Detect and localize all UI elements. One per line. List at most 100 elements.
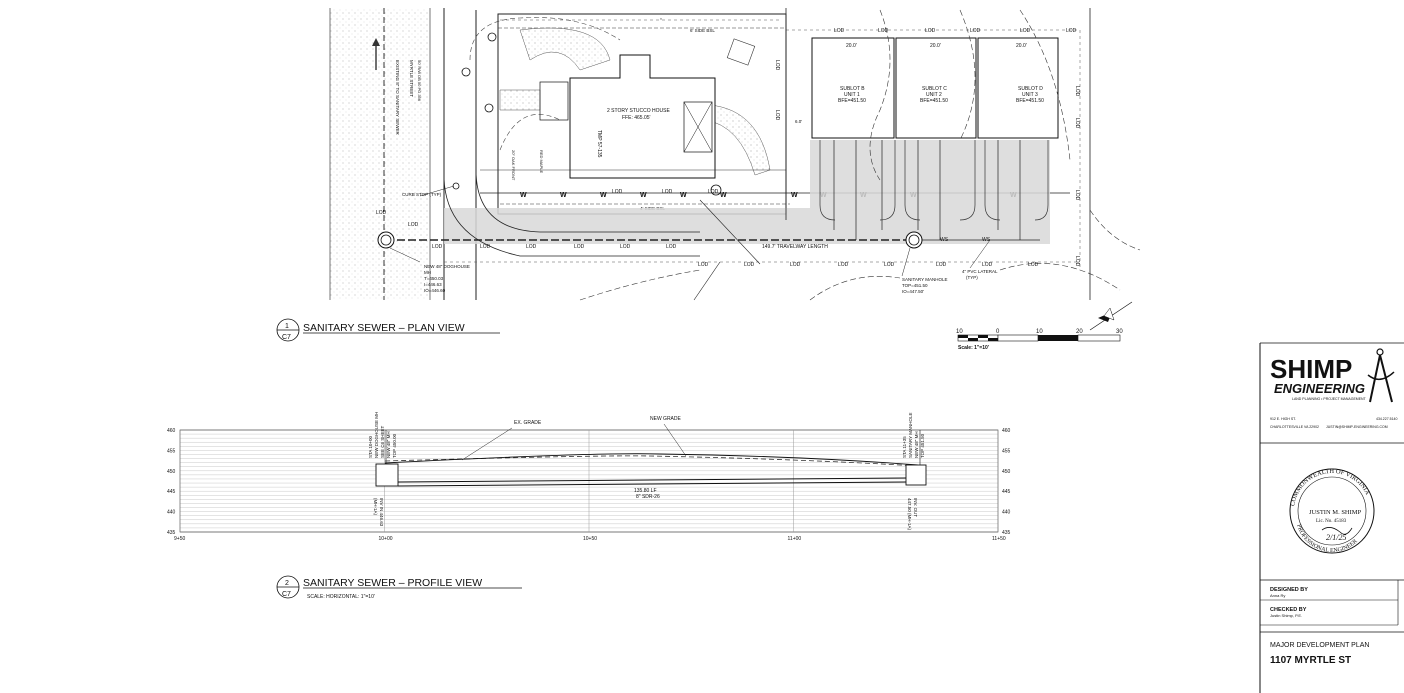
sublot-d	[977, 37, 1059, 139]
tmp-label: TMP 57-135	[596, 130, 602, 158]
lateral-label: 4" PVC LATERAL	[962, 269, 998, 274]
sublot-d-width: 20.0'	[1016, 43, 1027, 49]
svg-text:NEW 48" MH: NEW 48" MH	[914, 431, 919, 458]
doghouse-manhole	[377, 231, 395, 249]
lateral-typ: (TYP)	[966, 275, 978, 280]
existing-sewer-label: EXISTING 8" TO SANITARY SEWER	[395, 60, 400, 135]
house-ffe: FFE: 465.05'	[622, 115, 651, 121]
seal-name: JUSTIN M. SHIMP	[1309, 509, 1362, 516]
compass-logo-icon	[1367, 348, 1395, 403]
sanitary-mh-label: SANITARY MANHOLE	[902, 277, 948, 282]
sublots: SUBLOT B UNIT 1 BFE=451.50 SUBLOT C UNIT…	[795, 37, 1059, 139]
seal-license: Lic. No. 45183	[1316, 519, 1347, 524]
new-grade	[384, 453, 919, 466]
sublot-b-bfe: BFE=451.50	[838, 98, 866, 104]
ws-label-1: WS	[940, 237, 949, 243]
pipe-length: 135.80 LF	[634, 488, 657, 494]
lod-row-bottom: LOD LOD LOD LOD LOD LOD LOD LOD LOD LOD …	[376, 210, 1039, 268]
bsl-upper: ×	[660, 17, 662, 21]
sublot-c-unit: UNIT 2	[926, 92, 942, 98]
sublot-d-unit: UNIT 3	[1022, 92, 1038, 98]
side-bsl-label: 6' SIDE BSL	[690, 28, 715, 33]
elevation-label: 445	[1002, 489, 1011, 495]
doghouse-mh: MH	[424, 270, 431, 275]
svg-text:LOD: LOD	[480, 244, 491, 250]
lod-row-lot: LOD LOD LOD	[612, 189, 719, 195]
scale-tick-10a: 10	[956, 329, 963, 335]
svg-text:W: W	[560, 192, 567, 199]
street-pavement	[330, 8, 430, 300]
address-line-2: CHARLOTTESVILLE VA 22902	[1270, 425, 1319, 429]
profile-scale: SCALE: HORIZONTAL: 1"=10'	[307, 594, 375, 600]
elevation-label: 440	[1002, 510, 1011, 516]
title-block: SHIMP ENGINEERING LAND PLANNING • PROJEC…	[1259, 342, 1404, 693]
scale-tick-30: 30	[1116, 329, 1123, 335]
svg-text:W: W	[791, 192, 798, 199]
profile-number: 2	[285, 580, 289, 587]
station-label: 11+00	[788, 536, 802, 542]
scale-bar: 10 0 10 20 30 Scale: 1"=10'	[956, 329, 1123, 351]
seal-signature	[1321, 527, 1353, 535]
left-mh-labels: STA 10+00 NEW DOGHOUSE MH SEE C6 SHEET N…	[368, 412, 397, 527]
svg-text:SANITARY MANHOLE: SANITARY MANHOLE	[908, 412, 913, 458]
plan-view: EXISTING 8" TO SANITARY SEWER MYRTLE STR…	[276, 8, 1141, 351]
sanitary-top: TOP=451.50	[902, 283, 928, 288]
ex-grade-label: EX. GRADE	[514, 420, 542, 426]
svg-text:LOD: LOD	[662, 189, 673, 195]
svg-text:LOD: LOD	[1020, 28, 1031, 34]
svg-text:INV. OUT: INV. OUT	[913, 498, 918, 517]
station-label: 10+50	[583, 536, 597, 542]
pe-seal: COMMONWEALTH OF VIRGINIA PROFESSIONAL EN…	[1289, 468, 1375, 554]
project-name: 1107 MYRTLE ST	[1270, 655, 1351, 666]
elevation-label: 450	[1002, 469, 1011, 475]
profile-left-manhole	[375, 463, 399, 487]
email: JUSTIN@SHIMP-ENGINEERING.COM	[1326, 425, 1388, 429]
svg-text:LOD: LOD	[774, 110, 780, 121]
svg-text:NEW 48" MH: NEW 48" MH	[386, 431, 391, 458]
svg-text:LOD: LOD	[666, 244, 677, 250]
svg-text:LOD: LOD	[744, 262, 755, 268]
street-sub: 50' R/W DB 50 PG 356	[417, 60, 422, 102]
lateral-dim: 6.0'	[795, 119, 802, 124]
scale-tick-0: 0	[996, 329, 1000, 335]
elevation-label: 445	[167, 489, 176, 495]
svg-text:TOP 451.50: TOP 451.50	[920, 433, 925, 458]
curb-stop-label: CURB STOP (TYP)	[402, 192, 442, 197]
elevation-label: 435	[167, 530, 176, 536]
logo-main: SHIMP	[1270, 354, 1352, 384]
profile-title-block: 2 C7 SANITARY SEWER – PROFILE VIEW SCALE…	[276, 575, 522, 600]
doghouse-i: I=446.63	[424, 282, 442, 287]
doghouse-t: T=450.03	[424, 276, 444, 281]
svg-text:W: W	[600, 192, 607, 199]
svg-text:LOD: LOD	[574, 244, 585, 250]
svg-text:LOD: LOD	[838, 262, 849, 268]
svg-text:W: W	[680, 192, 687, 199]
svg-text:LOD: LOD	[1074, 118, 1080, 129]
svg-text:W: W	[640, 192, 647, 199]
profile-title: SANITARY SEWER – PROFILE VIEW	[303, 577, 482, 589]
address-line-1: 912 E. HIGH ST.	[1270, 417, 1296, 421]
sublot-c-width: 20.0'	[930, 43, 941, 49]
svg-text:LOD: LOD	[1074, 256, 1080, 267]
sublot-d-name: SUBLOT D	[1018, 86, 1043, 92]
house-label: 2 STORY STUCCO HOUSE	[607, 108, 670, 114]
existing-house	[569, 54, 716, 179]
street-name: MYRTLE STREET	[409, 60, 414, 97]
flow-arrow-icon	[372, 38, 380, 46]
paved-area	[444, 208, 1050, 244]
travelway-label: 149.7' TRAVELWAY LENGTH	[762, 244, 828, 250]
svg-text:LOD: LOD	[698, 262, 709, 268]
checked-by-label: CHECKED BY	[1270, 607, 1307, 613]
lod-right-col: LOD LOD LOD LOD LOD LOD	[774, 60, 1080, 267]
right-mh-labels: STA 11+35 SANITARY MANHOLE NEW 48" MH TO…	[902, 412, 925, 530]
doghouse-label: NEW 48" DOGHOUSE	[424, 264, 470, 269]
svg-text:INV IN 446.63: INV IN 446.63	[379, 498, 384, 527]
svg-text:LOD: LOD	[526, 244, 537, 250]
scale-label: Scale: 1"=10'	[958, 345, 989, 351]
sanitary-manhole	[905, 231, 923, 249]
elevation-label: 450	[167, 469, 176, 475]
svg-text:W: W	[520, 192, 527, 199]
svg-text:LOD: LOD	[970, 28, 981, 34]
